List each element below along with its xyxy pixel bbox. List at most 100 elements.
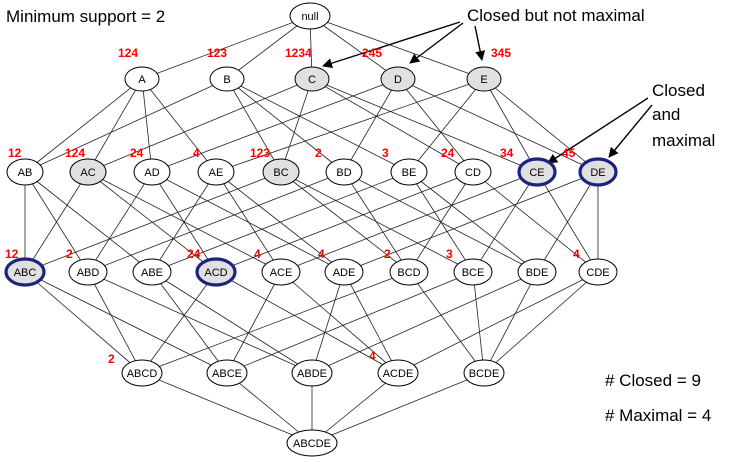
edge-D-DE [397,78,599,173]
node-ellipse-BCD [389,258,429,286]
node-ellipse-BD [325,158,363,186]
node-label-C: C [308,74,316,86]
arrow-to-E [474,25,486,61]
node-label-ACE: ACE [270,267,293,279]
tid-list-AB: 12 [8,146,22,160]
edge-DE-ADE [343,171,599,273]
edge-A-AB [24,78,143,173]
node-ellipse-null [289,2,331,30]
edge-BD-ABD [87,171,345,273]
edge-ADE-ACDE [343,271,399,374]
arrow-to-DE [608,104,653,158]
node-label-ACD: ACD [204,267,227,279]
node-label-ACDE: ACDE [383,368,414,380]
tid-list-ABD: 2 [66,247,73,261]
tid-list-ABCD: 2 [108,352,115,366]
node-BE: BE3 [382,146,428,186]
node-label-B: B [223,74,230,86]
node-ellipse-BCE [453,258,493,286]
edge-ABE-ABDE [151,271,313,374]
node-ellipse-AC [69,158,107,186]
node-label-AD: AD [144,167,159,179]
arrow-to-CE [547,97,649,164]
node-ABDE: ABDE [291,359,333,387]
node-label-null: null [301,11,318,23]
tid-list-AD: 24 [130,146,144,160]
node-E: E 345 [466,46,511,92]
edge-AD-ABD [87,171,153,273]
edge-ABD-ABDE [87,271,313,374]
node-ellipse-ADE [324,258,364,286]
node-ellipse-ABC [4,257,46,287]
node-ellipse-C [294,66,330,92]
node-ellipse-DE [578,157,618,187]
edge-ABC-ABCE [24,271,228,374]
node-label-DE: DE [590,167,605,179]
edge-BE-ABE [151,171,410,273]
node-AC: AC 124 [65,146,107,186]
edge-D-AD [151,78,399,173]
edge-AC-ABC [24,171,89,273]
edge-null-A [141,15,311,80]
node-null: null [289,2,331,30]
edge-ACD-ABCD [141,271,217,374]
node-ellipse-E [466,66,502,92]
node-B: B 123 [207,46,245,92]
callout-arrows [322,21,653,164]
tid-list-BE: 3 [382,146,389,160]
tid-list-ACDE: 4 [369,349,376,363]
edge-E-DE [483,78,599,173]
edge-D-CD [397,78,474,173]
edge-ACD-ACDE [215,271,399,374]
arrow-to-C [322,21,461,69]
node-label-ABC: ABC [14,267,37,279]
node-ellipse-ABE [132,258,172,286]
tid-list-ACD: 24 [187,247,201,261]
node-BDE: BDE [517,258,557,286]
node-ellipse-A [124,66,160,92]
edge-ADE-ABDE [311,271,345,374]
edge-ACE-ACDE [280,271,399,374]
node-ellipse-ACDE [377,359,419,387]
edge-BD-BDE [343,171,538,273]
edge-C-AC [87,78,313,173]
node-ABE: ABE [132,258,172,286]
node-ellipse-B [209,66,245,92]
edge-A-AD [141,78,153,173]
edge-null-B [226,15,311,80]
edge-null-E [309,15,485,80]
edge-BE-BDE [408,171,538,273]
node-label-ABCE: ABCE [212,368,242,380]
tid-list-AC: 124 [65,146,85,160]
edge-B-BE [226,78,410,173]
edge-BCDE-ABCDE [311,372,485,444]
node-label-ADE: ADE [333,267,356,279]
node-ellipse-CD [454,158,492,186]
edge-B-BC [226,78,282,173]
node-label-BD: BD [336,167,351,179]
edge-E-CE [483,78,538,173]
edge-ABCE-ABCDE [226,372,313,444]
edge-A-AE [141,78,217,173]
edge-C-BC [280,78,313,173]
edge-BDE-ABDE [311,271,538,374]
tid-list-E: 345 [491,46,511,60]
tid-list-A: 124 [118,46,138,60]
tid-list-CD: 24 [441,146,455,160]
node-label-E: E [480,74,487,86]
tid-list-B: 123 [207,46,227,60]
node-label-AC: AC [80,167,95,179]
node-label-ABE: ABE [141,267,163,279]
node-ABCE: ABCE [206,359,248,387]
node-ellipse-AE [197,158,235,186]
